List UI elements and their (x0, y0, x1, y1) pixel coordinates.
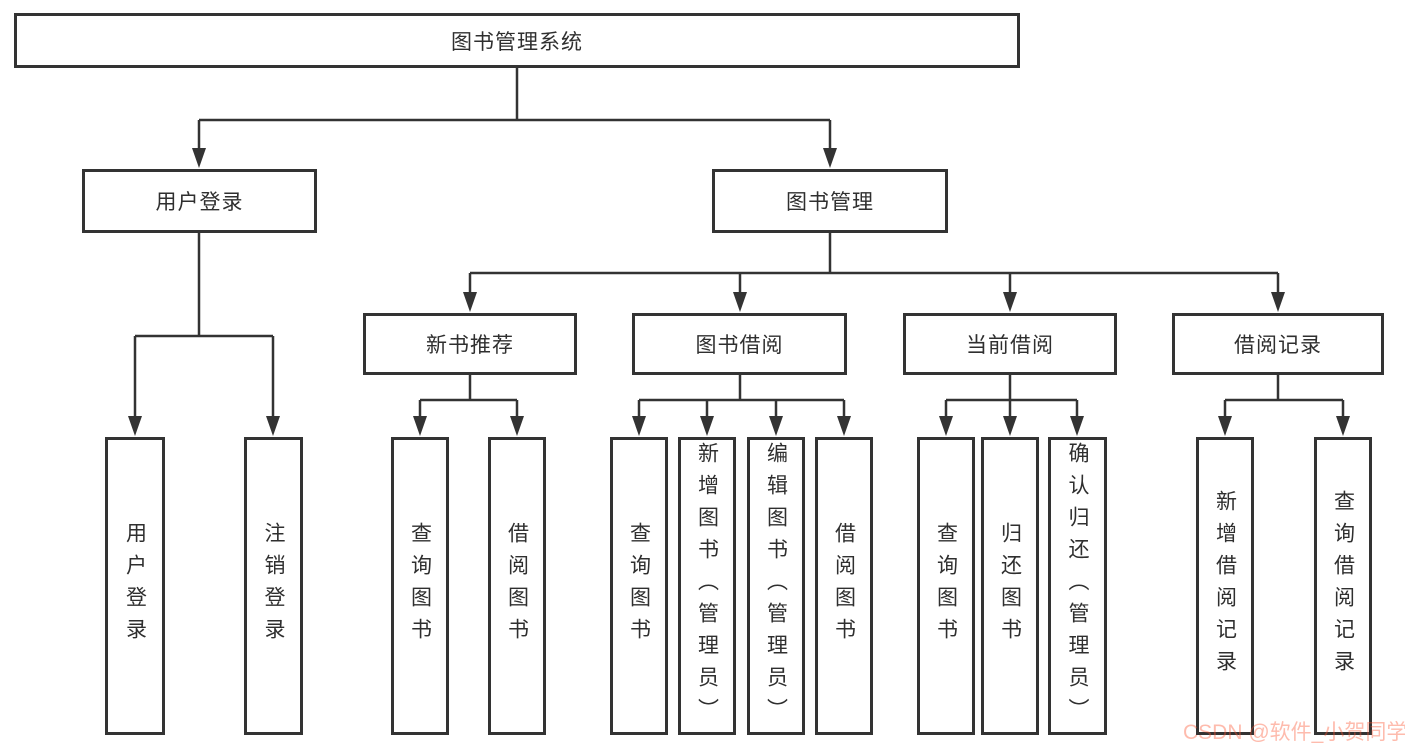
node-label: 编辑图书（管理员） (764, 442, 788, 730)
node-confirm-return-admin: 确认归还（管理员） (1048, 437, 1107, 735)
node-borrow-books-1: 借阅图书 (488, 437, 546, 735)
node-label: 新增图书（管理员） (695, 442, 719, 730)
csdn-watermark: CSDN @软件_小贺同学 (1183, 721, 1405, 744)
node-label: 查询图书 (627, 522, 651, 650)
node-query-borrow-record: 查询借阅记录 (1314, 437, 1372, 735)
node-add-borrow-record: 新增借阅记录 (1196, 437, 1254, 735)
node-book-management: 图书管理 (712, 169, 948, 233)
node-label: 确认归还（管理员） (1066, 442, 1089, 730)
node-label: 图书借阅 (695, 334, 784, 357)
node-edit-books-admin: 编辑图书（管理员） (747, 437, 805, 735)
node-label: 图书管理系统 (451, 30, 583, 54)
node-label: 查询图书 (408, 522, 432, 650)
node-label: 用户登录 (123, 522, 147, 650)
node-label: 查询借阅记录 (1331, 490, 1355, 682)
node-user-login-leaf: 用户登录 (105, 437, 165, 735)
node-label: 当前借阅 (966, 334, 1054, 357)
node-root-library-system: 图书管理系统 (14, 13, 1020, 68)
node-add-books-admin: 新增图书（管理员） (678, 437, 736, 735)
node-label: 查询图书 (934, 522, 958, 650)
node-label: 借阅图书 (505, 522, 529, 650)
node-borrow-records: 借阅记录 (1172, 313, 1384, 375)
node-label: 用户登录 (155, 191, 244, 214)
node-label: 图书管理 (786, 191, 874, 214)
node-query-books-2: 查询图书 (610, 437, 668, 735)
node-current-borrow: 当前借阅 (903, 313, 1117, 375)
node-borrow-books-2: 借阅图书 (815, 437, 873, 735)
node-label: 新书推荐 (426, 334, 514, 357)
node-label: 注销登录 (262, 522, 285, 650)
node-user-login: 用户登录 (82, 169, 317, 233)
node-query-books-3: 查询图书 (917, 437, 975, 735)
node-label: 归还图书 (998, 522, 1022, 650)
node-label: 新增借阅记录 (1213, 490, 1237, 682)
node-return-books: 归还图书 (981, 437, 1039, 735)
node-label: 借阅记录 (1234, 334, 1322, 357)
node-label: 借阅图书 (832, 522, 856, 650)
node-query-books-1: 查询图书 (391, 437, 449, 735)
node-logout: 注销登录 (244, 437, 303, 735)
node-new-book-recommend: 新书推荐 (363, 313, 577, 375)
node-book-borrow: 图书借阅 (632, 313, 847, 375)
